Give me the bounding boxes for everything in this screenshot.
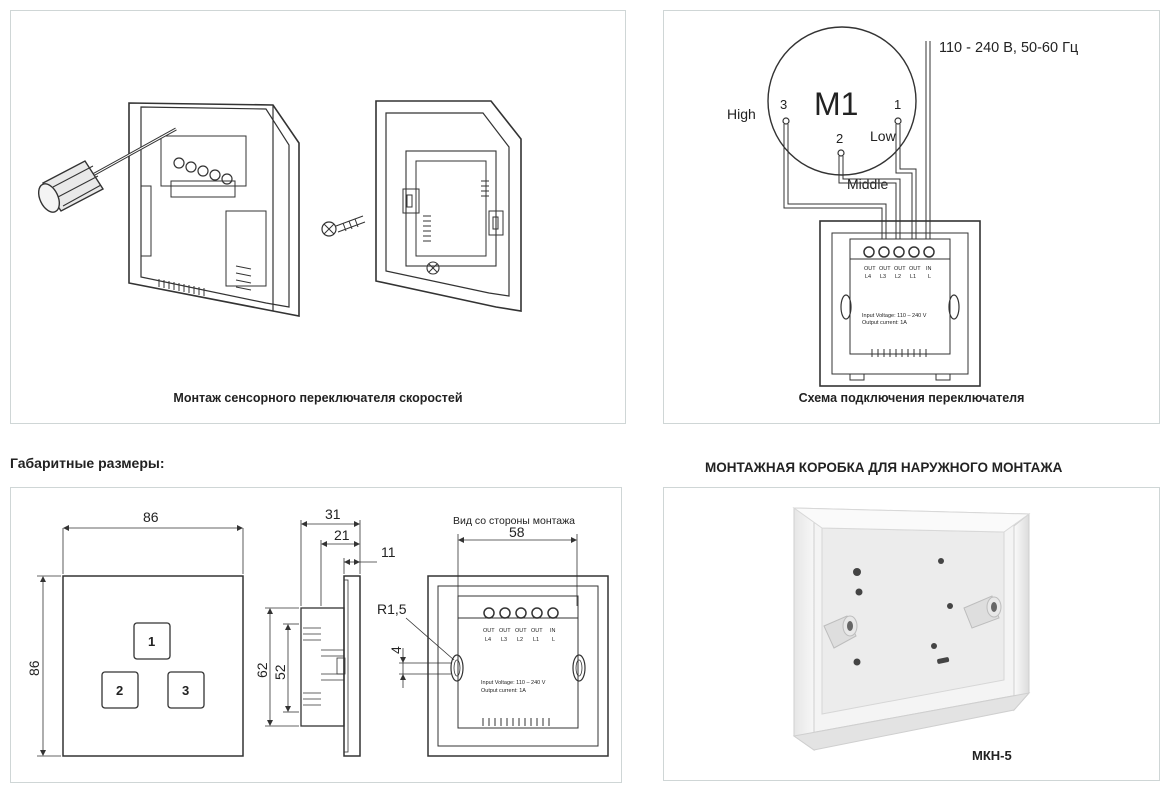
- svg-text:IN: IN: [550, 628, 556, 634]
- svg-text:R1,5: R1,5: [377, 601, 407, 617]
- svg-text:OUT: OUT: [531, 628, 543, 634]
- mounting-illustration: [37, 100, 522, 317]
- svg-text:OUT: OUT: [515, 628, 527, 634]
- svg-text:L3: L3: [501, 637, 507, 643]
- mounting-box-illustration: [792, 507, 1031, 751]
- mounting-caption: Монтаж сенсорного переключателя скоросте…: [173, 391, 463, 405]
- wires: [783, 41, 931, 239]
- mounting-frame: [375, 100, 522, 312]
- touch-buttons: 1 2 3: [101, 622, 205, 709]
- speed-3-number: 3: [780, 97, 787, 112]
- speed-3-label: High: [727, 106, 756, 122]
- svg-text:Вид со стороны монтажа: Вид со стороны монтажа: [453, 515, 575, 527]
- rear-view: Вид со стороны монтажа 58 OUT OUT OUT OU…: [377, 515, 609, 757]
- svg-text:L2: L2: [895, 274, 901, 280]
- dimensions-heading: Габаритные размеры:: [10, 455, 165, 471]
- switch-body: [128, 102, 300, 317]
- mounting-panel: Монтаж сенсорного переключателя скоросте…: [10, 10, 626, 424]
- svg-text:86: 86: [26, 660, 42, 676]
- speed-1-label: Low: [870, 128, 897, 144]
- svg-text:L3: L3: [880, 274, 886, 280]
- speed-2-label: Middle: [847, 176, 888, 192]
- box-model-label: МКН-5: [972, 748, 1012, 763]
- svg-text:3: 3: [182, 683, 189, 698]
- speed-1-number: 1: [894, 97, 901, 112]
- box-panel: МКН-5: [663, 487, 1160, 781]
- svg-text:Input Voltage: 110 – 240 V: Input Voltage: 110 – 240 V: [862, 313, 927, 319]
- switch-back: OUT OUT OUT OUT IN L4 L3 L2 L1 L Input V…: [819, 220, 981, 387]
- dimension-drawing: 86 86 1 2 3: [26, 506, 609, 757]
- svg-text:L: L: [552, 637, 555, 643]
- screwdriver-icon: [37, 127, 177, 213]
- svg-text:OUT: OUT: [864, 266, 876, 272]
- svg-text:L: L: [928, 274, 931, 280]
- svg-text:21: 21: [334, 527, 350, 543]
- motor-label: M1: [814, 86, 858, 122]
- side-view: 31 21 11 62 52: [254, 506, 396, 757]
- svg-text:62: 62: [254, 662, 270, 678]
- dimensions-panel: 86 86 1 2 3: [10, 487, 622, 783]
- box-holes: [853, 558, 953, 666]
- terminal-block: [170, 157, 236, 198]
- screw-icon: [321, 215, 366, 237]
- svg-text:OUT: OUT: [483, 628, 495, 634]
- svg-text:L2: L2: [517, 637, 523, 643]
- svg-text:31: 31: [325, 506, 341, 522]
- svg-text:IN: IN: [926, 266, 932, 272]
- svg-text:86: 86: [143, 509, 159, 525]
- speed-2-number: 2: [836, 131, 843, 146]
- box-heading: МОНТАЖНАЯ КОРОБКА ДЛЯ НАРУЖНОГО МОНТАЖА: [705, 460, 1063, 475]
- svg-text:Input Voltage: 110 – 240 V: Input Voltage: 110 – 240 V: [481, 680, 546, 686]
- svg-text:11: 11: [381, 544, 396, 560]
- wiring-diagram: M1 3 High 2 Middle 1 Low 110 - 240 В, 50…: [727, 26, 1078, 387]
- svg-text:4: 4: [388, 646, 404, 654]
- svg-text:L4: L4: [485, 637, 491, 643]
- svg-text:58: 58: [509, 524, 525, 540]
- svg-text:L4: L4: [865, 274, 871, 280]
- svg-text:OUT: OUT: [499, 628, 511, 634]
- svg-text:OUT: OUT: [879, 266, 891, 272]
- power-label: 110 - 240 В, 50-60 Гц: [939, 40, 1078, 56]
- svg-text:L1: L1: [910, 274, 916, 280]
- svg-text:Output current: 1A: Output current: 1A: [481, 688, 526, 694]
- front-view: 86 86 1 2 3: [26, 509, 244, 757]
- wiring-panel: M1 3 High 2 Middle 1 Low 110 - 240 В, 50…: [663, 10, 1160, 424]
- svg-text:OUT: OUT: [894, 266, 906, 272]
- svg-text:Output current: 1A: Output current: 1A: [862, 320, 907, 326]
- svg-text:2: 2: [116, 683, 123, 698]
- wiring-caption: Схема подключения переключателя: [798, 391, 1025, 405]
- svg-text:L1: L1: [533, 637, 539, 643]
- svg-text:OUT: OUT: [909, 266, 921, 272]
- motor-circle: [767, 26, 917, 176]
- svg-text:1: 1: [148, 634, 155, 649]
- screw-bosses: [823, 595, 1002, 649]
- svg-text:52: 52: [272, 664, 288, 680]
